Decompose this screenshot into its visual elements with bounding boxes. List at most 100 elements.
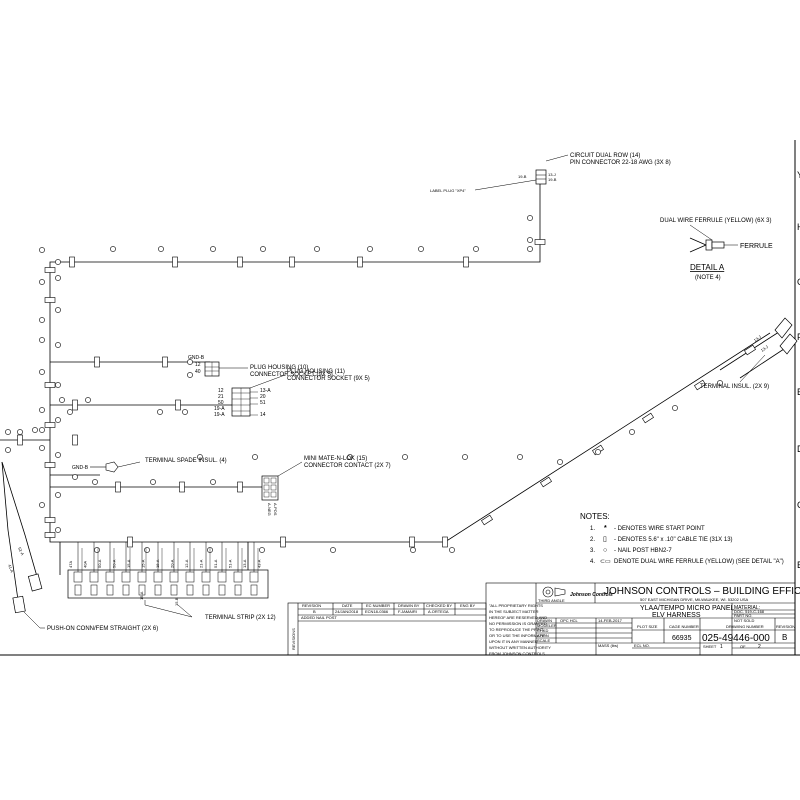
mass-label: MASS (lbs) xyxy=(598,643,619,648)
third-angle-label: THIRD ANGLE xyxy=(538,598,565,603)
circuit-pin: 13-J xyxy=(548,172,556,177)
nail-post xyxy=(55,382,61,388)
push-pin: 41-A xyxy=(7,564,15,574)
cable-tie xyxy=(94,356,100,368)
mini-callout-line2: CONNECTOR CONTACT (2X 7) xyxy=(304,463,391,469)
cable-tie xyxy=(280,536,286,548)
ecl-label: ECL NO. xyxy=(634,643,650,648)
strip-wire-label: 12-A xyxy=(184,559,189,568)
nail-post xyxy=(39,407,45,413)
cable-tie xyxy=(69,256,75,268)
plug1-pin: GND-B xyxy=(188,355,205,361)
note-symbol: ○ xyxy=(603,547,607,554)
strip-wire-label: 15-A xyxy=(141,559,146,568)
cable-tie xyxy=(463,256,469,268)
insul-pin: 13-J xyxy=(760,344,769,353)
nail-post xyxy=(85,397,91,403)
plug2-left-pin: 19-A xyxy=(214,412,225,418)
cable-tie xyxy=(44,517,56,523)
cable-tie xyxy=(127,536,133,548)
mini-callout-line1: MINI MATE-N-LOK (15) xyxy=(304,456,367,462)
cable-tie xyxy=(44,297,56,303)
zone-letter: D xyxy=(797,444,800,454)
nail-post xyxy=(210,479,216,485)
note-symbol: * xyxy=(604,525,607,532)
rev-cell: A.ORTEGA xyxy=(428,609,449,614)
cable-tie xyxy=(72,399,78,411)
cable-tie xyxy=(442,536,448,548)
revisions-side-label: REVISIONS xyxy=(291,628,296,650)
strip-terminal xyxy=(122,584,130,596)
revision-table xyxy=(287,602,487,656)
strip-terminal xyxy=(169,571,179,583)
nail-post xyxy=(5,429,11,435)
ferrule-callout: DUAL WIRE FERRULE (YELLOW) (6X 3) xyxy=(660,218,771,224)
notes: NOTES: 1. * - DENOTES WIRE START POINT 2… xyxy=(580,512,784,565)
plug2-right-pin: 51 xyxy=(260,400,266,406)
nail-post xyxy=(17,429,23,435)
nail-post xyxy=(527,215,533,221)
plug-housing-2: 12 21 50 19-A 19-A 13-A 20 51 14 PLUG HO… xyxy=(214,369,370,418)
revision-table-text: REVISIONS REVISION DATE EC NUMBER DRAWN … xyxy=(291,603,475,650)
nail-post xyxy=(210,246,216,252)
nail-post xyxy=(418,246,424,252)
note-number: 4. xyxy=(590,559,595,565)
strip-wire-label: 40A xyxy=(83,561,88,568)
nail-post xyxy=(557,459,563,465)
nail-post xyxy=(55,527,61,533)
nail-post xyxy=(252,454,258,460)
insul-callout: TERMINAL INSUL. (2X 9) xyxy=(700,384,769,390)
revision-label: REVISION xyxy=(776,624,795,629)
plug2-left-pin: 50 xyxy=(218,400,224,406)
sheet-number: 1 xyxy=(720,644,723,650)
proprietary-line: OR TO USE THE INFORMATION xyxy=(489,633,549,638)
nail-post xyxy=(473,246,479,252)
circuit-pin: 19-B xyxy=(548,177,557,182)
strip-wire-label: 43-A xyxy=(257,559,262,568)
circuit-connector: CIRCUIT DUAL ROW (14) PIN CONNECTOR 22-1… xyxy=(430,153,671,193)
cable-tie xyxy=(44,267,56,273)
zone-letter: E xyxy=(797,387,800,397)
nail-post xyxy=(260,246,266,252)
terminal-strip-callout: 15-A 15-B TERMINAL STRIP (2X 12) xyxy=(139,591,276,621)
drawing-number: 025-49446-000 xyxy=(702,633,770,644)
detail-title: DETAIL A xyxy=(690,263,725,272)
plug2-left-pin: 21 xyxy=(218,394,224,400)
nail-post xyxy=(462,454,468,460)
strip-terminal xyxy=(201,571,211,583)
strip-terminal xyxy=(154,584,162,596)
push-on-connectors: 51-A 41-A PUSH-ON CONN/FEM STRAIGHT (2X … xyxy=(7,546,158,632)
circuit-callout-line2: PIN CONNECTOR 22-18 AWG (3X 8) xyxy=(570,160,671,166)
of-number: 2 xyxy=(758,644,761,650)
nail-post xyxy=(39,279,45,285)
nail-post xyxy=(150,479,156,485)
field-label: SCALE xyxy=(537,638,550,643)
nail-post xyxy=(39,445,45,451)
cable-tie xyxy=(44,462,56,468)
plug2-left-pin: 19-A xyxy=(214,406,225,412)
proprietary-line: "ALL PROPRIETARY RIGHTS xyxy=(489,603,543,608)
proprietary-line: TO REPRODUCE THE PRINT xyxy=(489,627,544,632)
plug1-pin: 12 xyxy=(195,362,201,368)
note-symbol: ⊂▭ xyxy=(600,559,611,565)
nail-post xyxy=(402,454,408,460)
rev-cell: ECN18-0366 xyxy=(365,609,389,614)
strip-terminal xyxy=(249,571,259,583)
nail-post xyxy=(527,237,533,243)
nail-post xyxy=(72,474,78,480)
zone-letter: B xyxy=(797,560,800,570)
spade-callout: TERMINAL SPADE INSUL. (4) xyxy=(145,458,227,464)
strip-terminal xyxy=(202,584,210,596)
nail-post xyxy=(39,369,45,375)
proprietary-line: FROM JOHNSON CONTROLS xyxy=(489,651,545,656)
title-block xyxy=(485,582,796,656)
plug2-callout-line1: PLUG HOUSING (11) xyxy=(287,369,345,375)
cable-tie xyxy=(237,256,243,268)
material-line: DOC. 519-C-168 xyxy=(734,609,765,614)
cable-tie xyxy=(744,344,756,356)
nail-post xyxy=(517,454,523,460)
strip-terminal xyxy=(90,584,98,596)
nail-post xyxy=(717,380,723,386)
